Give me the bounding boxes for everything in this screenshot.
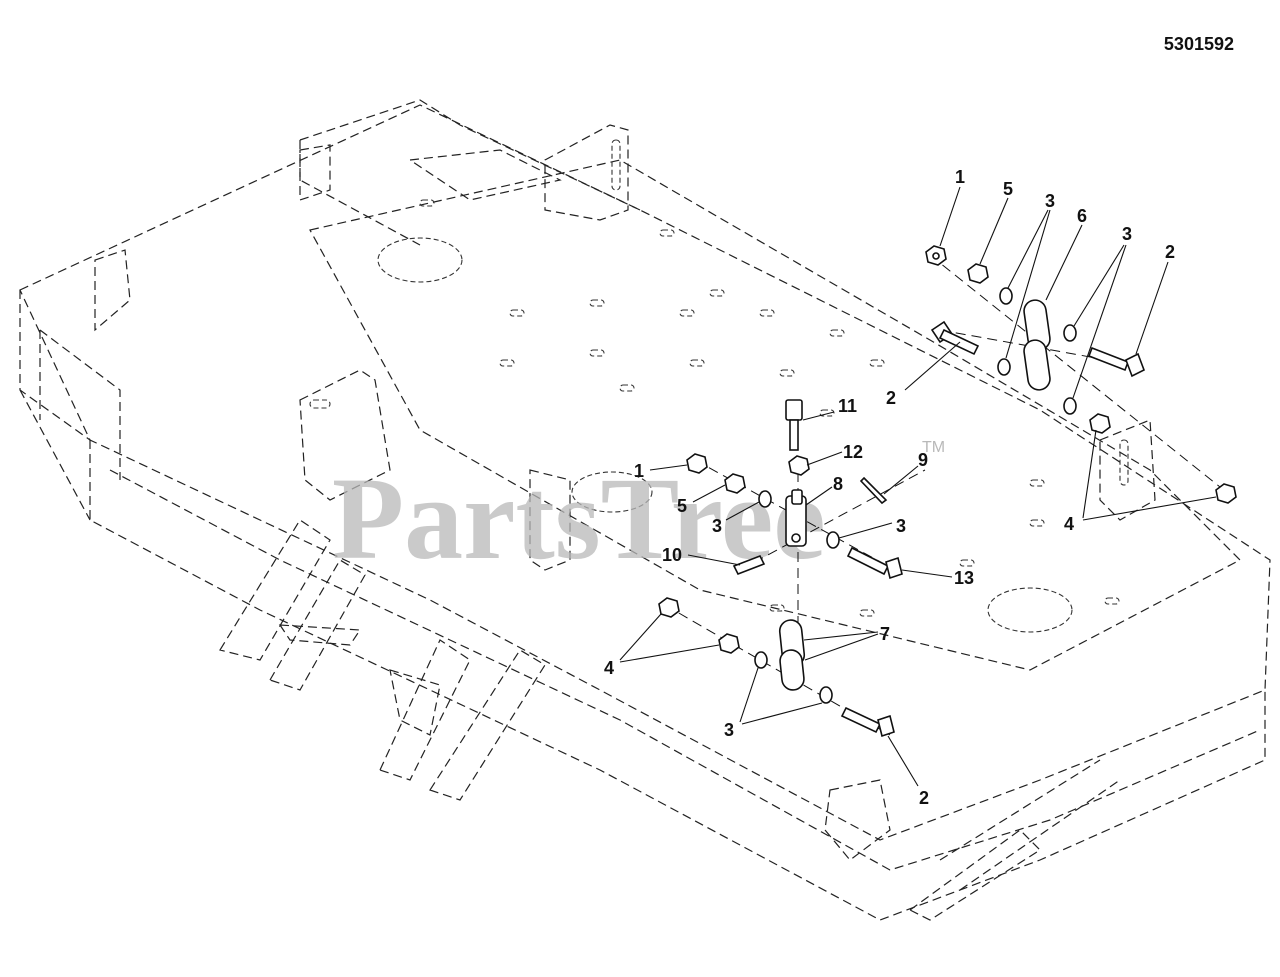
diagram-id: 5301592 [1163,34,1234,54]
washer-icon [1063,397,1077,415]
callout-12: 12 [843,442,863,462]
callout-3: 3 [712,516,722,536]
deck-inner-surface [309,159,1242,671]
pulley-opening-rear [377,237,463,283]
center-bracket [529,469,571,571]
callout-5: 5 [677,496,687,516]
callout-8: 8 [833,474,843,494]
washer-icon [999,287,1013,305]
clevis-icon [785,489,807,547]
washer-icon [819,686,833,704]
upper-right-hardware [925,245,1237,504]
locknut-icon [1089,413,1111,434]
callout-7: 7 [880,624,890,644]
callout-1: 1 [955,167,965,187]
bolt-icon [846,546,903,580]
callout-2: 2 [886,388,896,408]
front-right-arms [824,779,1041,921]
callout-9: 9 [918,450,928,470]
watermark-trademark: TM [922,439,945,456]
deck-top-plate [19,104,1271,841]
left-arm-bracket [299,369,391,501]
bolt-icon [840,706,895,738]
nut-icon [967,263,989,284]
washer-icon [754,651,768,669]
leader-lines [619,186,1217,787]
callout-labels: 1 5 3 6 3 2 2 11 12 9 1 8 5 3 3 4 10 13 … [604,167,1175,808]
locknut-icon [718,633,740,654]
pulley-opening-center [571,471,653,513]
mower-deck-outline [19,99,1271,921]
washer-icon [1063,324,1077,342]
locknut-icon [658,597,680,618]
lower-hardware [658,597,895,738]
callout-2: 2 [1165,242,1175,262]
callout-1: 1 [634,461,644,481]
rear-bracket [544,124,629,221]
cotter-pin-icon [859,476,888,505]
washer-icon [997,358,1011,376]
callout-6: 6 [1077,206,1087,226]
locknut-icon [1215,483,1237,504]
deck-rear-rail [299,99,641,246]
left-side-bracket [94,144,331,332]
deck-left-skirt [19,290,91,521]
washer-icon [826,531,840,549]
center-hardware [686,399,903,580]
callout-2: 2 [919,788,929,808]
right-side-bracket [1099,419,1156,521]
callout-3: 3 [1045,191,1055,211]
clevis-pin-icon [732,554,766,576]
pulley-opening-right [987,587,1073,633]
nut-icon [788,455,810,476]
callout-4: 4 [604,658,614,678]
callout-11: 11 [838,396,857,416]
callout-3: 3 [724,720,734,740]
locknut-icon [686,453,708,474]
vertical-bolt-icon [785,399,803,451]
washer-icon [758,490,772,508]
bolt-icon [1087,346,1146,378]
deck-front-skirt [89,440,1266,921]
callout-4: 4 [1064,514,1074,534]
bolt-icon [930,320,980,356]
callout-10: 10 [662,545,682,565]
nut-icon [724,473,746,494]
callout-13: 13 [954,568,974,588]
callout-3: 3 [1122,224,1132,244]
front-lift-arms [219,519,546,801]
callout-5: 5 [1003,179,1013,199]
callout-3: 3 [896,516,906,536]
